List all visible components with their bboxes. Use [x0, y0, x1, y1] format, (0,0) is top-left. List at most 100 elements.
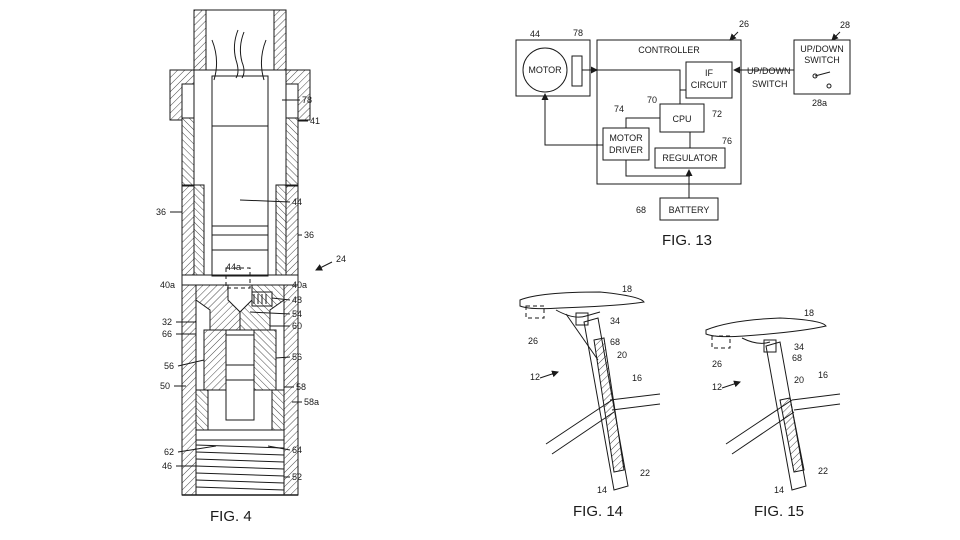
fig15-controller-box — [711, 335, 731, 349]
fig15-label-14: 14 — [774, 485, 784, 495]
fig15-actuator — [779, 397, 805, 473]
fig13-label-28: 28 — [840, 20, 850, 30]
fig15-clamp — [763, 339, 777, 353]
signal-label-1: UP/DOWN — [747, 66, 791, 76]
fig4-label-66: 66 — [162, 329, 172, 339]
fig4-upper-tube — [193, 9, 287, 81]
fig4-label-48: 48 — [292, 295, 302, 305]
fig4-label-44: 44 — [292, 197, 302, 207]
fig4-motor-unit — [211, 75, 269, 277]
fig4-caption: FIG. 4 — [210, 508, 252, 525]
fig14-label-14: 14 — [597, 485, 607, 495]
fig4-label-62: 62 — [164, 447, 174, 457]
fig15-label-12: 12 — [712, 382, 722, 392]
motor-circle — [522, 47, 568, 93]
switch-label-1: UP/DOWN — [800, 44, 844, 54]
fig13-label-76: 76 — [722, 136, 732, 146]
fig13-label-72: 72 — [712, 109, 722, 119]
motor-label: MOTOR — [528, 65, 562, 75]
fig13-label-68: 68 — [636, 205, 646, 215]
fig14-top-tube — [609, 393, 661, 411]
fig4-label-40a-right: 40a — [292, 280, 307, 290]
switch-label-2: SWITCH — [804, 55, 840, 65]
regulator-label: REGULATOR — [662, 153, 718, 163]
fig14-seat-tube — [583, 317, 629, 491]
fig14-caption: FIG. 14 — [573, 503, 623, 520]
fig4-label-52: 52 — [292, 472, 302, 482]
signal-label-2: SWITCH — [752, 79, 788, 89]
fig13-block-diagram: MOTOR 44 78 CONTROLLER 26 IF CIRCUIT 72 … — [515, 19, 851, 221]
fig13-label-78: 78 — [573, 28, 583, 38]
fig13-label-44: 44 — [530, 29, 540, 39]
fig15-label-34: 34 — [794, 342, 804, 352]
fig15-label-16: 16 — [818, 370, 828, 380]
fig15-caption: FIG. 15 — [754, 503, 804, 520]
fig4-reference-labels: 78 41 44 36 36 24 44a 40a 40a 48 54 32 6… — [156, 95, 346, 482]
fig14-clamp — [575, 312, 589, 326]
fig4-cross-section — [169, 9, 311, 496]
fig4-label-60: 60 — [292, 321, 302, 331]
fig15-label-18: 18 — [804, 308, 814, 318]
if-circuit-block — [685, 61, 733, 99]
fig4-gear-section — [181, 267, 299, 421]
fig14-saddle — [519, 291, 645, 310]
fig4-lower-body — [181, 284, 299, 496]
fig13-label-74: 74 — [614, 104, 624, 114]
fig15-label-20: 20 — [794, 375, 804, 385]
fig4-label-44a: 44a — [226, 262, 241, 272]
fig14-bicycle-seatpost: 18 26 34 68 20 12 16 22 14 — [519, 284, 661, 495]
fig14-label-22: 22 — [640, 468, 650, 478]
fig4-label-56-right: 56 — [292, 352, 302, 362]
if-circuit-label-1: IF — [705, 68, 714, 78]
fig13-label-28a: 28a — [812, 98, 827, 108]
fig14-label-34: 34 — [610, 316, 620, 326]
fig15-label-68: 68 — [792, 353, 802, 363]
fig14-label-12: 12 — [530, 372, 540, 382]
fig4-label-36-left: 36 — [156, 207, 166, 217]
fig15-label-22: 22 — [818, 466, 828, 476]
fig14-label-20: 20 — [617, 350, 627, 360]
fig13-caption: FIG. 13 — [662, 232, 712, 249]
fig4-label-46: 46 — [162, 461, 172, 471]
fig14-actuator — [593, 337, 625, 473]
fig15-saddle — [705, 317, 827, 338]
fig4-label-58a: 58a — [304, 397, 319, 407]
fig4-label-50: 50 — [160, 381, 170, 391]
fig15-top-tube — [791, 393, 841, 411]
fig4-label-78: 78 — [302, 95, 312, 105]
fig13-label-70: 70 — [647, 95, 657, 105]
fig4-label-64: 64 — [292, 445, 302, 455]
motor-driver-label-2: DRIVER — [609, 145, 644, 155]
sensor-78-block — [571, 55, 583, 87]
fig14-label-18: 18 — [622, 284, 632, 294]
fig14-controller-box — [525, 305, 545, 319]
fig4-label-32: 32 — [162, 317, 172, 327]
fig15-label-26: 26 — [712, 359, 722, 369]
cpu-label: CPU — [672, 114, 691, 124]
if-circuit-label-2: CIRCUIT — [691, 80, 728, 90]
up-down-switch-block — [793, 39, 851, 95]
fig4-label-54: 54 — [292, 309, 302, 319]
fig15-bicycle-seatpost: 18 26 34 68 20 12 16 22 14 — [705, 308, 841, 495]
fig14-label-16: 16 — [632, 373, 642, 383]
fig14-down-tube — [545, 399, 615, 455]
controller-block — [596, 39, 742, 185]
fig15-down-tube — [725, 399, 795, 455]
fig4-label-40a-left: 40a — [160, 280, 175, 290]
motor-driver-label-1: MOTOR — [609, 133, 643, 143]
battery-label: BATTERY — [669, 205, 710, 215]
fig4-collar — [169, 69, 311, 187]
fig13-label-26: 26 — [739, 19, 749, 29]
fig4-label-58: 58 — [296, 382, 306, 392]
fig15-seat-tube — [765, 341, 807, 491]
controller-label: CONTROLLER — [638, 45, 700, 55]
motor-housing-block — [515, 39, 591, 97]
fig4-label-36-right: 36 — [304, 230, 314, 240]
fig4-threads — [182, 444, 298, 496]
fig14-label-68: 68 — [610, 337, 620, 347]
fig4-label-24: 24 — [336, 254, 346, 264]
fig4-label-41: 41 — [310, 116, 320, 126]
fig14-label-26: 26 — [528, 336, 538, 346]
fig4-label-56-left: 56 — [164, 361, 174, 371]
